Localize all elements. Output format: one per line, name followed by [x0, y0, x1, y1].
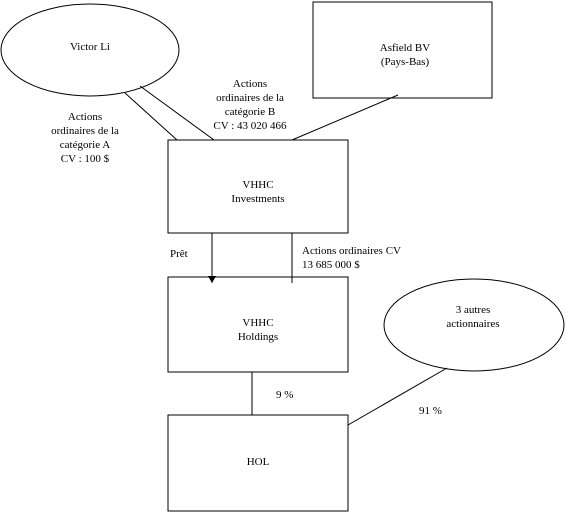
asfield-label: Asfield BV (Pays-Bas): [379, 42, 431, 68]
pct-autres-label: 91 %: [419, 405, 442, 417]
class-b-label: Actions ordinaires de la catégorie B CV …: [213, 78, 287, 132]
hol-label: HOL: [246, 456, 270, 468]
vhhc-holdings-box: [167, 276, 349, 373]
class-a-line: [124, 92, 178, 141]
class-b-line: [139, 85, 215, 141]
vhhc-investments-box: [167, 139, 349, 234]
class-a-label: Actions ordinaires de la catégorie A CV …: [51, 111, 119, 165]
pct-holdings-label: 9 %: [276, 389, 294, 401]
victor-li-ellipse: [0, 3, 180, 97]
asfield-box: [312, 1, 493, 99]
autres-hol-line: [347, 367, 448, 426]
victor-li-label: Victor Li: [70, 41, 110, 53]
vhhc-holdings-label: VHHC Holdings: [237, 317, 279, 343]
autres-ellipse: [383, 278, 565, 372]
asfield-line: [291, 94, 399, 141]
autres-label: 3 autres actionnaires: [446, 304, 500, 330]
ordinaires-cv-label: Actions ordinaires CV 13 685 000 $: [302, 245, 401, 271]
pret-label: Prêt: [170, 248, 188, 260]
hol-box: [167, 414, 349, 512]
vhhc-investments-label: VHHC Investments: [231, 179, 285, 205]
